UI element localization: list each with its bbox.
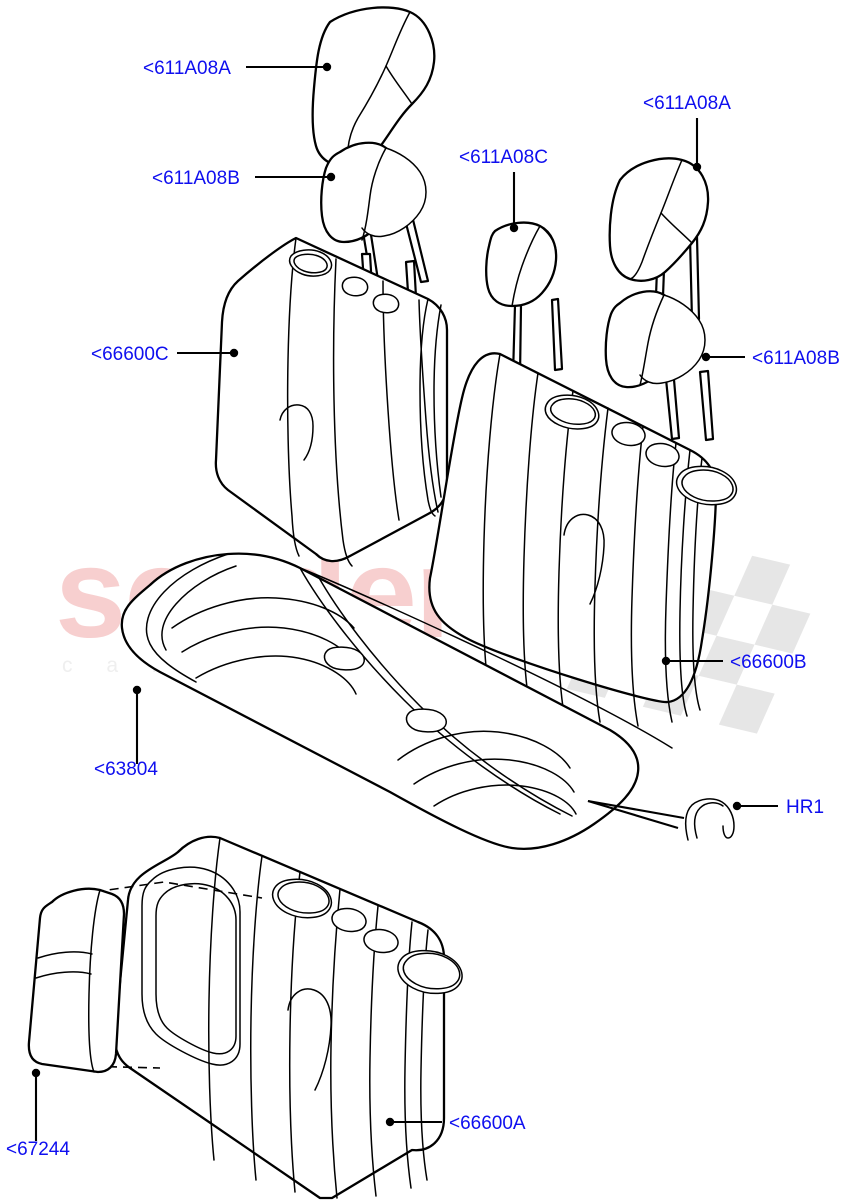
- callout-anchor-dot: [692, 162, 702, 172]
- hook-clip-hr1[interactable]: [587, 798, 735, 841]
- callout-seat-back-b[interactable]: <66600B: [661, 652, 807, 673]
- callout-seat-cushion[interactable]: <63804: [94, 685, 158, 780]
- callouts-layer: <611A08A <611A08B <611A08C <611A08A <611A08B…: [6, 58, 840, 1160]
- callout-hr-center-c[interactable]: <611A08C: [459, 147, 548, 233]
- callout-anchor-dot: [509, 223, 519, 233]
- callout-anchor-dot: [132, 685, 142, 695]
- armrest-67244[interactable]: [27, 881, 263, 1074]
- callout-anchor-dot: [229, 348, 239, 358]
- callout-label-armrest[interactable]: <67244: [6, 1139, 70, 1160]
- callout-anchor-dot: [701, 352, 711, 362]
- seat-back-lower-66600a[interactable]: [113, 835, 463, 1200]
- headrest-rear-right-inner[interactable]: [604, 290, 715, 442]
- callout-label-seat-back-a[interactable]: <66600A: [449, 1113, 526, 1134]
- seat-back-right-66600b[interactable]: [428, 352, 738, 727]
- callout-label-hr-center-c[interactable]: <611A08C: [459, 147, 548, 168]
- seat-cushion-63804[interactable]: [120, 552, 673, 850]
- callout-seat-back-c[interactable]: <66600C: [91, 344, 239, 365]
- callout-hook-clip[interactable]: HR1: [732, 797, 824, 818]
- callout-label-seat-back-b[interactable]: <66600B: [730, 652, 807, 673]
- callout-anchor-dot: [385, 1117, 395, 1127]
- callout-hr-rear-left-inner-b[interactable]: <611A08B: [152, 168, 336, 189]
- callout-seat-back-a[interactable]: <66600A: [385, 1113, 526, 1134]
- headrest-centre[interactable]: [485, 221, 564, 378]
- callout-hr-rear-right-inner-b[interactable]: <611A08B: [701, 348, 840, 369]
- callout-anchor-dot: [732, 801, 742, 811]
- seat-back-left-66600c[interactable]: [214, 236, 449, 567]
- callout-anchor-dot: [322, 62, 332, 72]
- callout-label-hook-clip[interactable]: HR1: [786, 797, 824, 818]
- callout-label-hr-rear-right-outer-a[interactable]: <611A08A: [643, 93, 731, 114]
- callout-hr-rear-right-outer-a[interactable]: <611A08A: [643, 93, 731, 172]
- headrest-rear-right-outer[interactable]: [608, 157, 710, 325]
- callout-armrest[interactable]: <67244: [6, 1068, 70, 1160]
- callout-hr-rear-left-outer-a[interactable]: <611A08A: [143, 58, 332, 79]
- callout-label-seat-back-c[interactable]: <66600C: [91, 344, 169, 365]
- callout-label-hr-rear-left-inner-b[interactable]: <611A08B: [152, 168, 240, 189]
- callout-label-hr-rear-right-inner-b[interactable]: <611A08B: [752, 348, 840, 369]
- callout-anchor-dot: [31, 1068, 41, 1078]
- callout-label-seat-cushion[interactable]: <63804: [94, 759, 158, 780]
- callout-anchor-dot: [326, 172, 336, 182]
- callout-label-hr-rear-left-outer-a[interactable]: <611A08A: [143, 58, 231, 79]
- callout-anchor-dot: [661, 656, 671, 666]
